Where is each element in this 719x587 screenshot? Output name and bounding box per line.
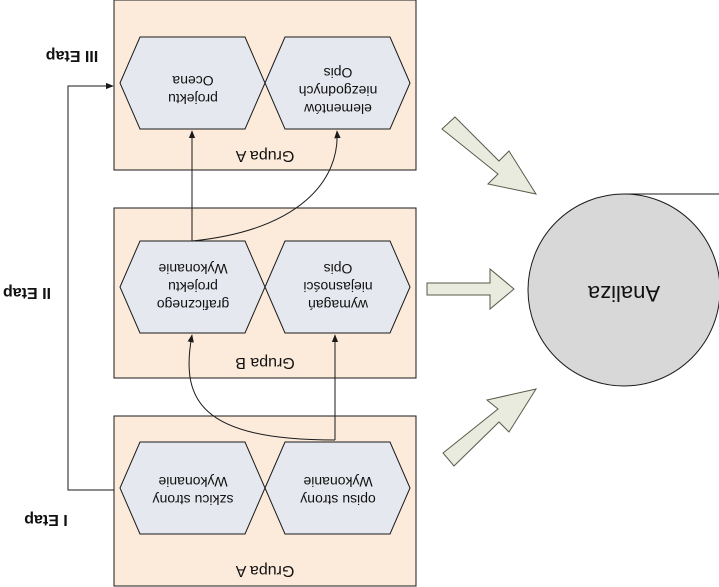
hex-opis-niejasnosci bbox=[264, 240, 411, 334]
group-label-bottom: Grupa A bbox=[235, 562, 294, 579]
rotated-text-layer: Grupa A projektu Ocena elementów niezgod… bbox=[3, 47, 660, 579]
hex-text-opis-niej-2: niejasności bbox=[303, 279, 372, 295]
hex-text-opis-str-2: Wykonanie bbox=[303, 474, 372, 490]
etap-label-2: II Etap bbox=[3, 284, 51, 301]
hex-text-opis-niej-1: wymagań bbox=[308, 297, 369, 313]
etap-label-3: III Etap bbox=[46, 47, 99, 64]
hex-text-opis-str-1: opisu strony bbox=[300, 492, 375, 508]
hex-text-wyk-proj-1: graficznego bbox=[157, 297, 230, 313]
analiza-label: Analiza bbox=[587, 281, 660, 306]
arrow-stage1-to-analiza bbox=[442, 388, 538, 467]
arrow-stage2-to-analiza bbox=[426, 267, 515, 311]
hex-text-wyk-proj-3: Wykonanie bbox=[158, 261, 227, 277]
connector-projekt-graficzny-to-opis-elementow bbox=[191, 130, 341, 242]
hex-wykonanie-opisu bbox=[264, 441, 411, 535]
hex-text-ocena-1: projektu bbox=[168, 91, 218, 107]
etap-label-1: I Etap bbox=[24, 511, 68, 528]
hex-text-ocena-2: Ocena bbox=[172, 73, 213, 89]
hex-text-opis-el-2: niezgodnych bbox=[299, 83, 378, 99]
hex-opis-elementow bbox=[264, 36, 411, 130]
connector-stage1-to-stage3 bbox=[67, 82, 114, 491]
hex-text-szkic-1: szkicu strony bbox=[153, 492, 234, 508]
group-label-middle: Grupa B bbox=[235, 354, 295, 371]
group-label-top: Grupa A bbox=[235, 147, 294, 164]
hex-text-wyk-proj-2: projektu bbox=[168, 279, 218, 295]
arrow-stage3-to-analiza bbox=[441, 116, 538, 195]
hex-text-opis-niej-3: Opis bbox=[324, 261, 353, 277]
hex-text-szkic-2: Wykonanie bbox=[158, 474, 227, 490]
hex-text-opis-el-1: elementów bbox=[303, 101, 372, 117]
hex-text-opis-el-3: Opis bbox=[324, 65, 353, 81]
connector-opis-strony-to-projekt-graficzny bbox=[187, 334, 336, 441]
